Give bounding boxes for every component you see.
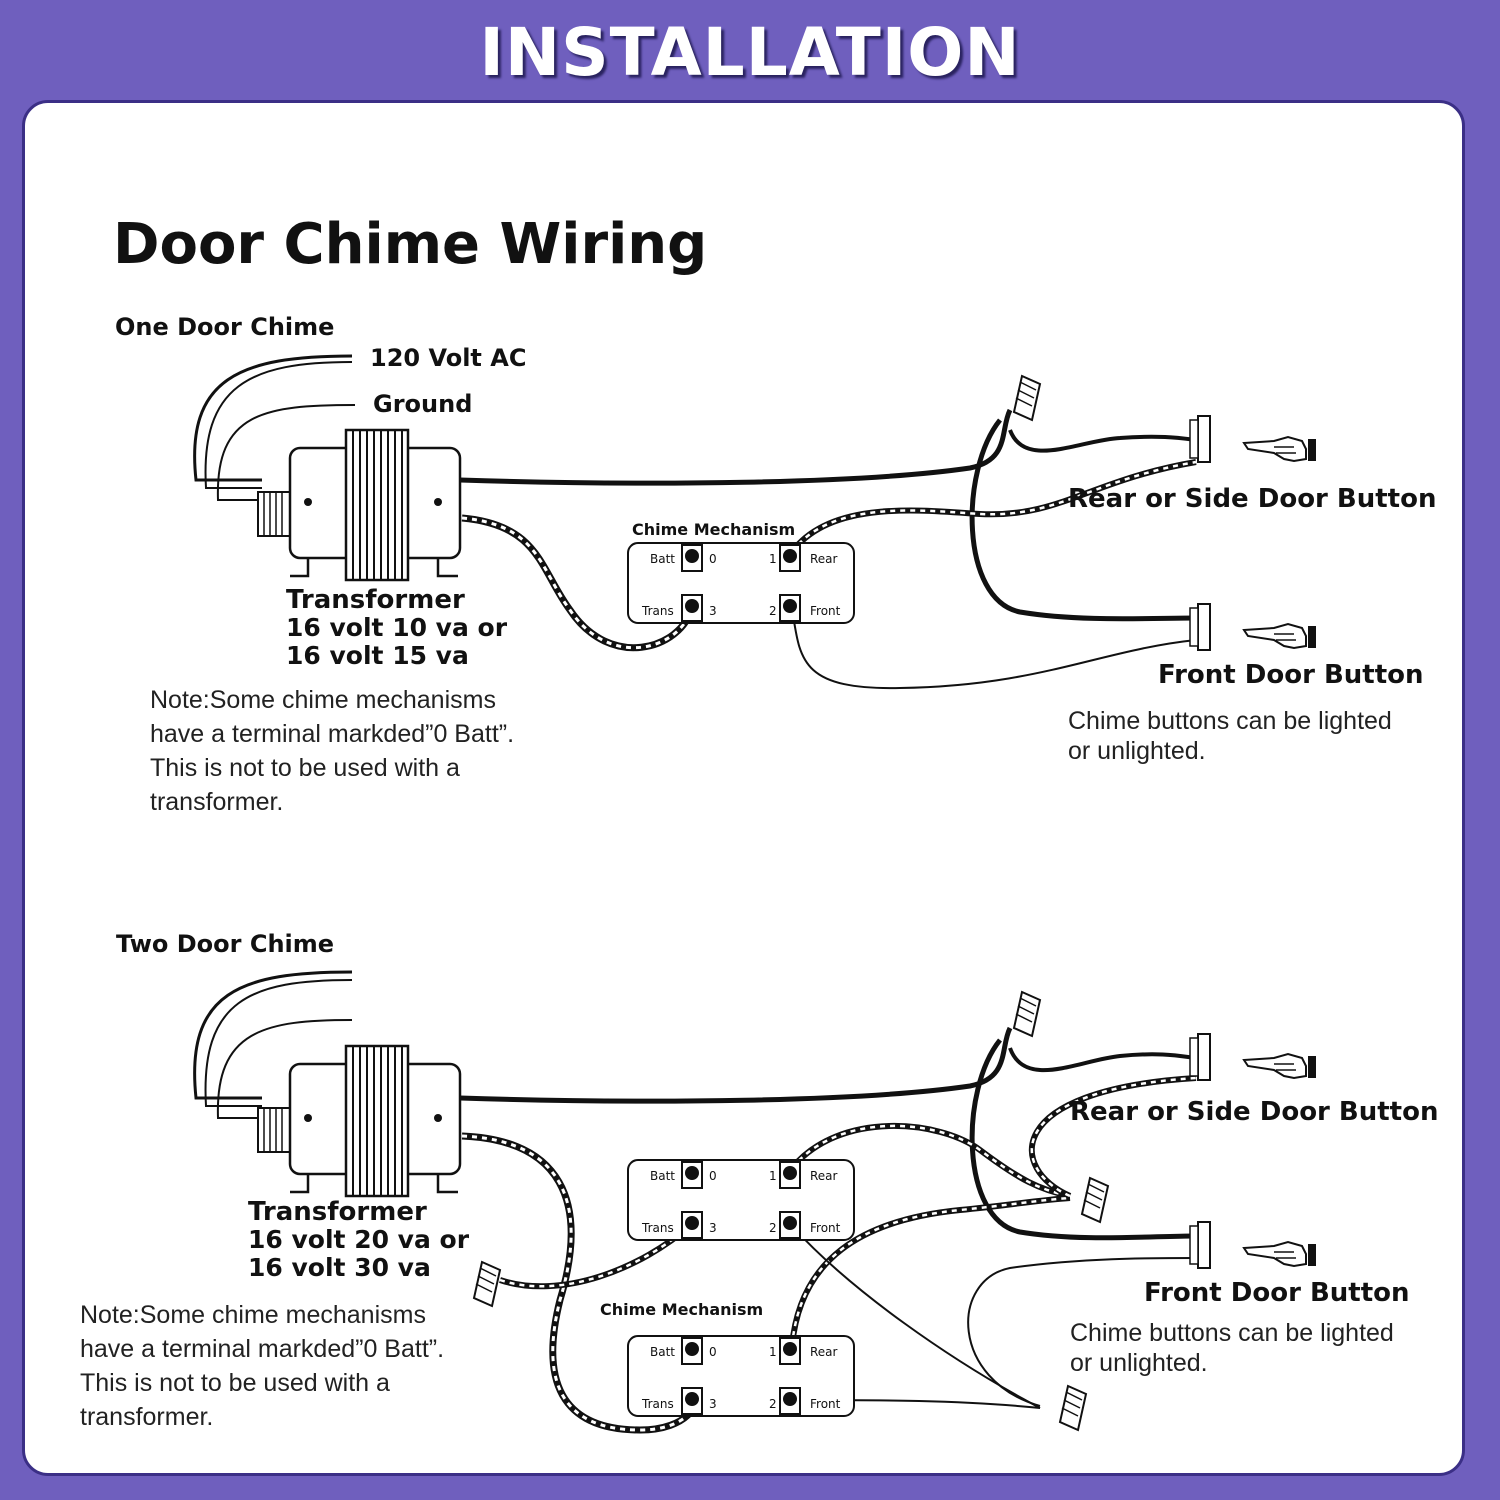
terminal-1-label: 1 [769, 1169, 777, 1183]
note-line: or unlighted. [1070, 1349, 1208, 1377]
two-door-front-button-label: Front Door Button [1144, 1278, 1410, 1308]
terminal-1-label: 1 [769, 1345, 777, 1359]
one-door-transformer-spec: Transformer 16 volt 10 va or 16 volt 15 … [286, 586, 507, 670]
terminal-rear-label: Rear [810, 552, 838, 566]
note-line: Note:Some chime mechanisms [80, 1301, 426, 1329]
label-ground: Ground [373, 390, 473, 418]
two-door-rear-button-label: Rear or Side Door Button [1070, 1097, 1439, 1127]
terminal-batt-label: Batt [650, 1345, 675, 1359]
terminal-front-label: Front [810, 1221, 841, 1235]
note-line: Chime buttons can be lighted [1068, 707, 1392, 735]
note-line: transformer. [80, 1403, 214, 1431]
terminal-1-label: 1 [769, 552, 777, 566]
two-door-note: Note:Some chime mechanisms have a termin… [80, 1298, 444, 1434]
transformer-line-2: 16 volt 30 va [248, 1253, 431, 1282]
one-door-note: Note:Some chime mechanisms have a termin… [150, 683, 514, 819]
terminal-2-label: 2 [769, 1221, 777, 1235]
one-door-front-button-label: Front Door Button [1158, 660, 1424, 690]
note-line: This is not to be used with a [80, 1369, 390, 1397]
terminal-front-label: Front [810, 604, 841, 618]
terminal-rear-label: Rear [810, 1345, 838, 1359]
one-door-rear-button-label: Rear or Side Door Button [1068, 484, 1437, 514]
two-door-diagram [193, 970, 1317, 1434]
note-line: or unlighted. [1068, 737, 1206, 765]
transformer-line-2: 16 volt 15 va [286, 641, 469, 670]
terminal-trans-label: Trans [642, 604, 674, 618]
terminal-batt-label: Batt [650, 1169, 675, 1183]
two-door-button-note: Chime buttons can be lighted or unlighte… [1070, 1318, 1394, 1378]
terminal-0-label: 0 [709, 1169, 717, 1183]
terminal-2-label: 2 [769, 604, 777, 618]
terminal-batt-label: Batt [650, 552, 675, 566]
header-title: INSTALLATION [479, 14, 1021, 91]
terminal-3-label: 3 [709, 1221, 717, 1235]
main-title: Door Chime Wiring [113, 212, 708, 277]
terminal-3-label: 3 [709, 604, 717, 618]
transformer-title: Transformer [286, 585, 465, 615]
one-door-diagram [193, 354, 1317, 690]
terminal-3-label: 3 [709, 1397, 717, 1411]
terminal-front-label: Front [810, 1397, 841, 1411]
two-door-transformer-spec: Transformer 16 volt 20 va or 16 volt 30 … [248, 1198, 469, 1282]
two-door-chime-label: Chime Mechanism [600, 1300, 764, 1319]
transformer-line-1: 16 volt 10 va or [286, 613, 508, 642]
note-line: have a terminal markded”0 Batt”. [80, 1335, 445, 1363]
terminal-0-label: 0 [709, 1345, 717, 1359]
transformer-line-1: 16 volt 20 va or [248, 1225, 470, 1254]
one-door-section-title: One Door Chime [115, 313, 335, 341]
terminal-trans-label: Trans [642, 1221, 674, 1235]
terminal-trans-label: Trans [642, 1397, 674, 1411]
header-bar: INSTALLATION [0, 0, 1500, 100]
note-line: Note:Some chime mechanisms [150, 686, 496, 714]
note-line: transformer. [150, 788, 284, 816]
two-door-section-title: Two Door Chime [116, 930, 335, 958]
terminal-rear-label: Rear [810, 1169, 838, 1183]
note-line: This is not to be used with a [150, 754, 460, 782]
note-line: have a terminal markded”0 Batt”. [150, 720, 515, 748]
content-panel [22, 100, 1465, 1476]
transformer-title: Transformer [248, 1197, 427, 1227]
note-line: Chime buttons can be lighted [1070, 1319, 1394, 1347]
terminal-0-label: 0 [709, 552, 717, 566]
one-door-button-note: Chime buttons can be lighted or unlighte… [1068, 706, 1392, 766]
one-door-chime-label: Chime Mechanism [632, 520, 796, 539]
terminal-2-label: 2 [769, 1397, 777, 1411]
label-120-volt-ac: 120 Volt AC [370, 344, 527, 372]
